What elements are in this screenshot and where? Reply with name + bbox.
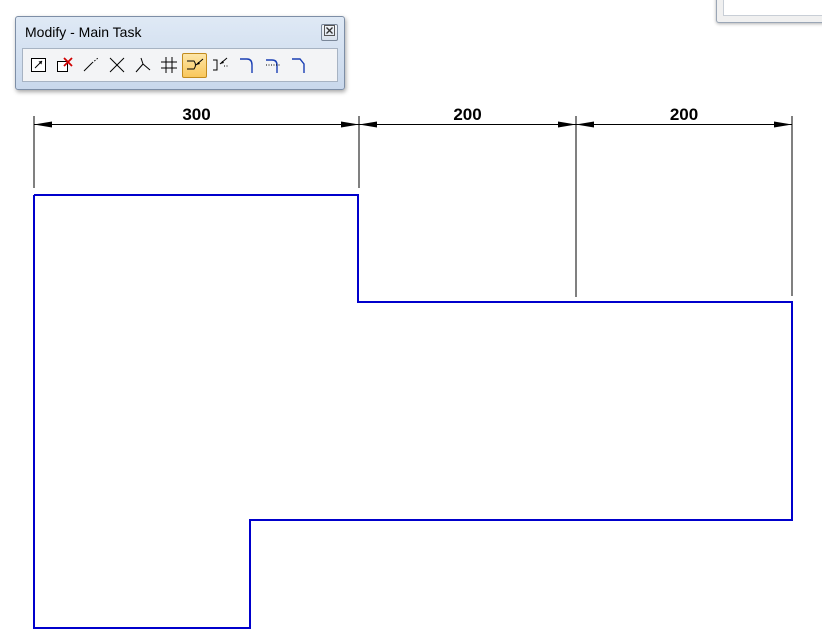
trim-to-element-icon: [186, 58, 203, 70]
partial-window[interactable]: [716, 0, 822, 23]
extend-line-icon: [83, 57, 98, 72]
dimension-3[interactable]: 200: [576, 105, 792, 128]
close-icon: [324, 25, 335, 36]
fillet-icon: [239, 58, 253, 73]
dimension-1[interactable]: 300: [34, 105, 359, 128]
fillet-trim-icon: [265, 59, 281, 73]
dimension-label-3: 200: [670, 105, 698, 124]
modify-toolbar-window[interactable]: Modify - Main Task: [15, 16, 345, 90]
chamfer-icon: [291, 58, 305, 73]
intersect-tool[interactable]: [104, 53, 129, 78]
dimension-label-1: 300: [182, 105, 210, 124]
close-button[interactable]: [321, 24, 338, 41]
delete-segment-icon: [56, 57, 73, 72]
extend-to-element-tool[interactable]: [208, 53, 233, 78]
partial-window-content: [723, 0, 822, 16]
intersect-icon: [109, 57, 124, 73]
trim-to-element-tool[interactable]: [182, 52, 207, 78]
corner-icon: [135, 57, 150, 73]
delete-segment-tool[interactable]: [52, 53, 77, 78]
floor-outline[interactable]: [33, 194, 793, 629]
dimension-label-2: 200: [453, 105, 481, 124]
extend-to-element-icon: [212, 57, 228, 71]
grid-trim-icon: [160, 57, 177, 73]
toolbar-buttons: [22, 48, 338, 82]
trim-box-tool[interactable]: [26, 53, 51, 78]
toolbar-title: Modify - Main Task: [25, 24, 142, 40]
dimension-2[interactable]: 200: [359, 105, 576, 128]
fillet-trim-tool[interactable]: [260, 53, 285, 78]
fillet-tool[interactable]: [234, 53, 259, 78]
chamfer-tool[interactable]: [286, 53, 311, 78]
grid-trim-tool[interactable]: [156, 53, 181, 78]
corner-tool[interactable]: [130, 53, 155, 78]
extend-line-tool[interactable]: [78, 53, 103, 78]
trim-box-icon: [30, 58, 46, 72]
